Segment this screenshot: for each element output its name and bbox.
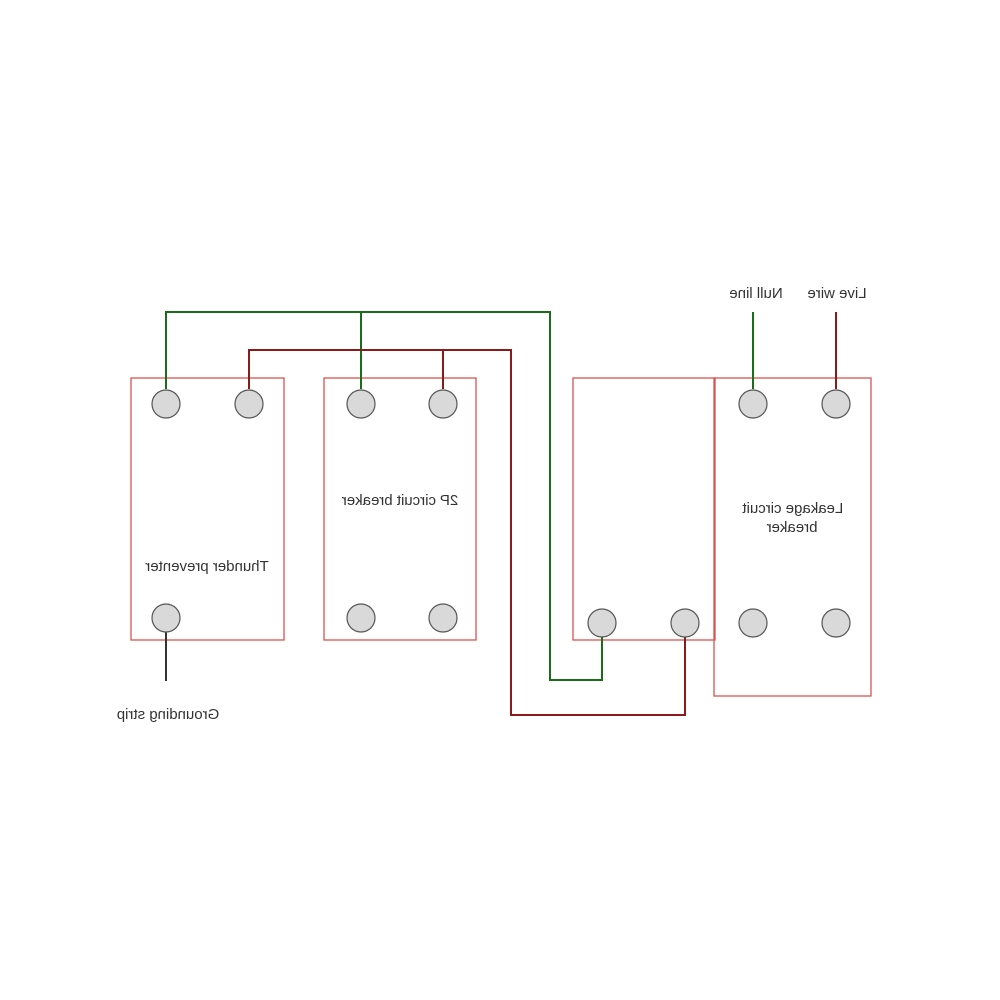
- leakage-terminal-out-left: [587, 608, 617, 638]
- leakage-terminal-bottom-left: [738, 608, 768, 638]
- null-wire-top: [165, 311, 603, 681]
- breaker-2p-terminal-bottom-left: [346, 603, 376, 633]
- leakage-breaker-left-box: [572, 377, 716, 641]
- live-wire-top: [248, 349, 686, 716]
- leakage-breaker-label-line1: Leakage circuit: [742, 500, 844, 517]
- leakage-terminal-out-right: [670, 608, 700, 638]
- leakage-breaker-label-line2: breaker: [767, 519, 818, 536]
- leakage-terminal-bottom-right: [821, 608, 851, 638]
- breaker-2p-label: 2P circuit breaker: [342, 492, 458, 509]
- live-wire-label: Live wire: [807, 285, 866, 302]
- leakage-breaker-right-box: [713, 377, 872, 697]
- thunder-preventer-terminal-bottom: [151, 603, 181, 633]
- thunder-preventer-terminal-top-right: [234, 389, 264, 419]
- null-line-label: Null line: [729, 285, 782, 302]
- breaker-2p-terminal-bottom-right: [428, 603, 458, 633]
- breaker-2p-box: [323, 377, 477, 641]
- grounding-strip-label: Grounding strip: [117, 706, 220, 723]
- thunder-preventer-terminal-top-left: [151, 389, 181, 419]
- thunder-preventer-label: Thunder preventer: [145, 558, 268, 575]
- breaker-2p-terminal-top-left: [346, 389, 376, 419]
- leakage-terminal-top-left: [738, 389, 768, 419]
- breaker-2p-terminal-top-right: [428, 389, 458, 419]
- thunder-preventer-box: [130, 377, 285, 641]
- leakage-terminal-top-right: [821, 389, 851, 419]
